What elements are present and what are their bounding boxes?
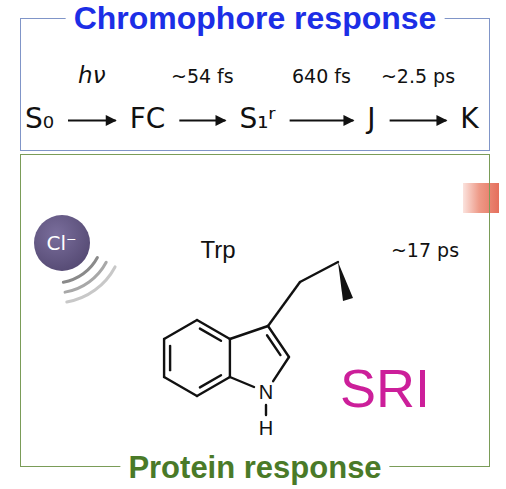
bond	[164, 377, 197, 396]
state-label: J	[353, 104, 389, 135]
transition-arrow	[390, 119, 447, 121]
state-label: K	[446, 104, 492, 135]
state-name: FC	[130, 104, 166, 135]
atom-label: H	[259, 418, 273, 438]
transition-arrow	[290, 119, 354, 121]
bond	[268, 326, 289, 357]
state-label: FC	[116, 104, 180, 135]
chloride-ion: Cl⁻	[34, 215, 90, 271]
intermediate-name: SRI	[340, 361, 430, 415]
indole-structure	[164, 262, 353, 415]
time-label: ~17 ps	[391, 241, 459, 260]
time-label: ~54 fs	[171, 66, 234, 87]
state-label: S₁ʳ	[225, 104, 289, 135]
time-bar	[463, 183, 499, 213]
state-label: S₀	[11, 104, 68, 135]
bond	[164, 320, 197, 339]
bond	[300, 262, 338, 282]
bond	[267, 335, 280, 355]
wave-arc	[67, 267, 115, 302]
state-name: S₁ʳ	[239, 104, 275, 135]
state-name: J	[367, 104, 375, 135]
bond	[229, 339, 231, 377]
panel-title: Chromophore response	[66, 2, 445, 34]
bond	[230, 377, 254, 387]
transition-arrow	[179, 119, 225, 121]
bond	[265, 405, 267, 415]
time-label: ~2.5 ps	[381, 66, 455, 87]
ion-label: Cl⁻	[46, 232, 76, 254]
protein-panel: Protein responseCl⁻	[20, 154, 490, 467]
state-name: K	[460, 104, 478, 135]
bond	[230, 326, 268, 339]
panel-title: Protein response	[120, 452, 389, 483]
wedge-bond	[338, 262, 353, 301]
residue-name: Trp	[200, 238, 235, 262]
sound-waves	[63, 258, 115, 302]
chromophore-panel: Chromophore responseS₀FCS₁ʳJK	[20, 18, 490, 151]
bond	[169, 346, 171, 370]
atom-label: N	[259, 382, 273, 402]
state-name: S₀	[25, 104, 54, 135]
bond	[200, 375, 221, 387]
bond	[163, 339, 165, 377]
time-label: hν	[78, 63, 105, 88]
bond	[200, 329, 221, 341]
bond	[273, 357, 289, 381]
transition-arrow	[68, 119, 116, 121]
time-label: 640 fs	[292, 66, 351, 87]
bond	[268, 282, 300, 326]
